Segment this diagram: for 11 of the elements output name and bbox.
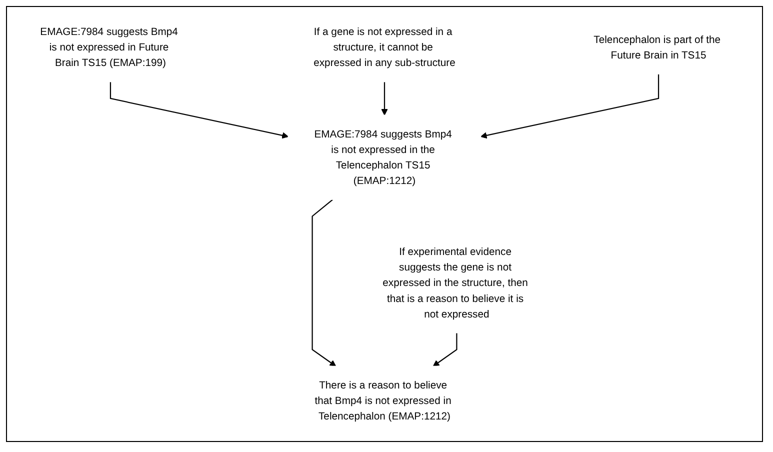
- arrow: [480, 74, 660, 139]
- arrow: [381, 82, 388, 116]
- node-text: There is a reason to believe that Bmp4 is not expressed in Telencephalon (EMAP:1212): [314, 378, 452, 422]
- arrow: [110, 82, 289, 139]
- node-text: If a gene is not expressed in a structure, it cannot be expressed in any sub-structure: [314, 26, 456, 68]
- node-text: Telencephalon is part of the Future Brain in TS15: [594, 33, 720, 61]
- arrow: [312, 199, 336, 366]
- node-text: If experimental evidence suggests the gene is not expressed in the structure, then that is a reason to believe it is not expressed: [382, 245, 528, 320]
- node-text: EMAGE:7984 suggests Bmp4 is not expressed in Future Brain TS15 (EMAP:199): [40, 26, 178, 68]
- node-text: EMAGE:7984 suggests Bmp4 is not expressed in the Telencephalon TS15 (EMAP:1212): [314, 128, 452, 186]
- arrow: [432, 332, 458, 366]
